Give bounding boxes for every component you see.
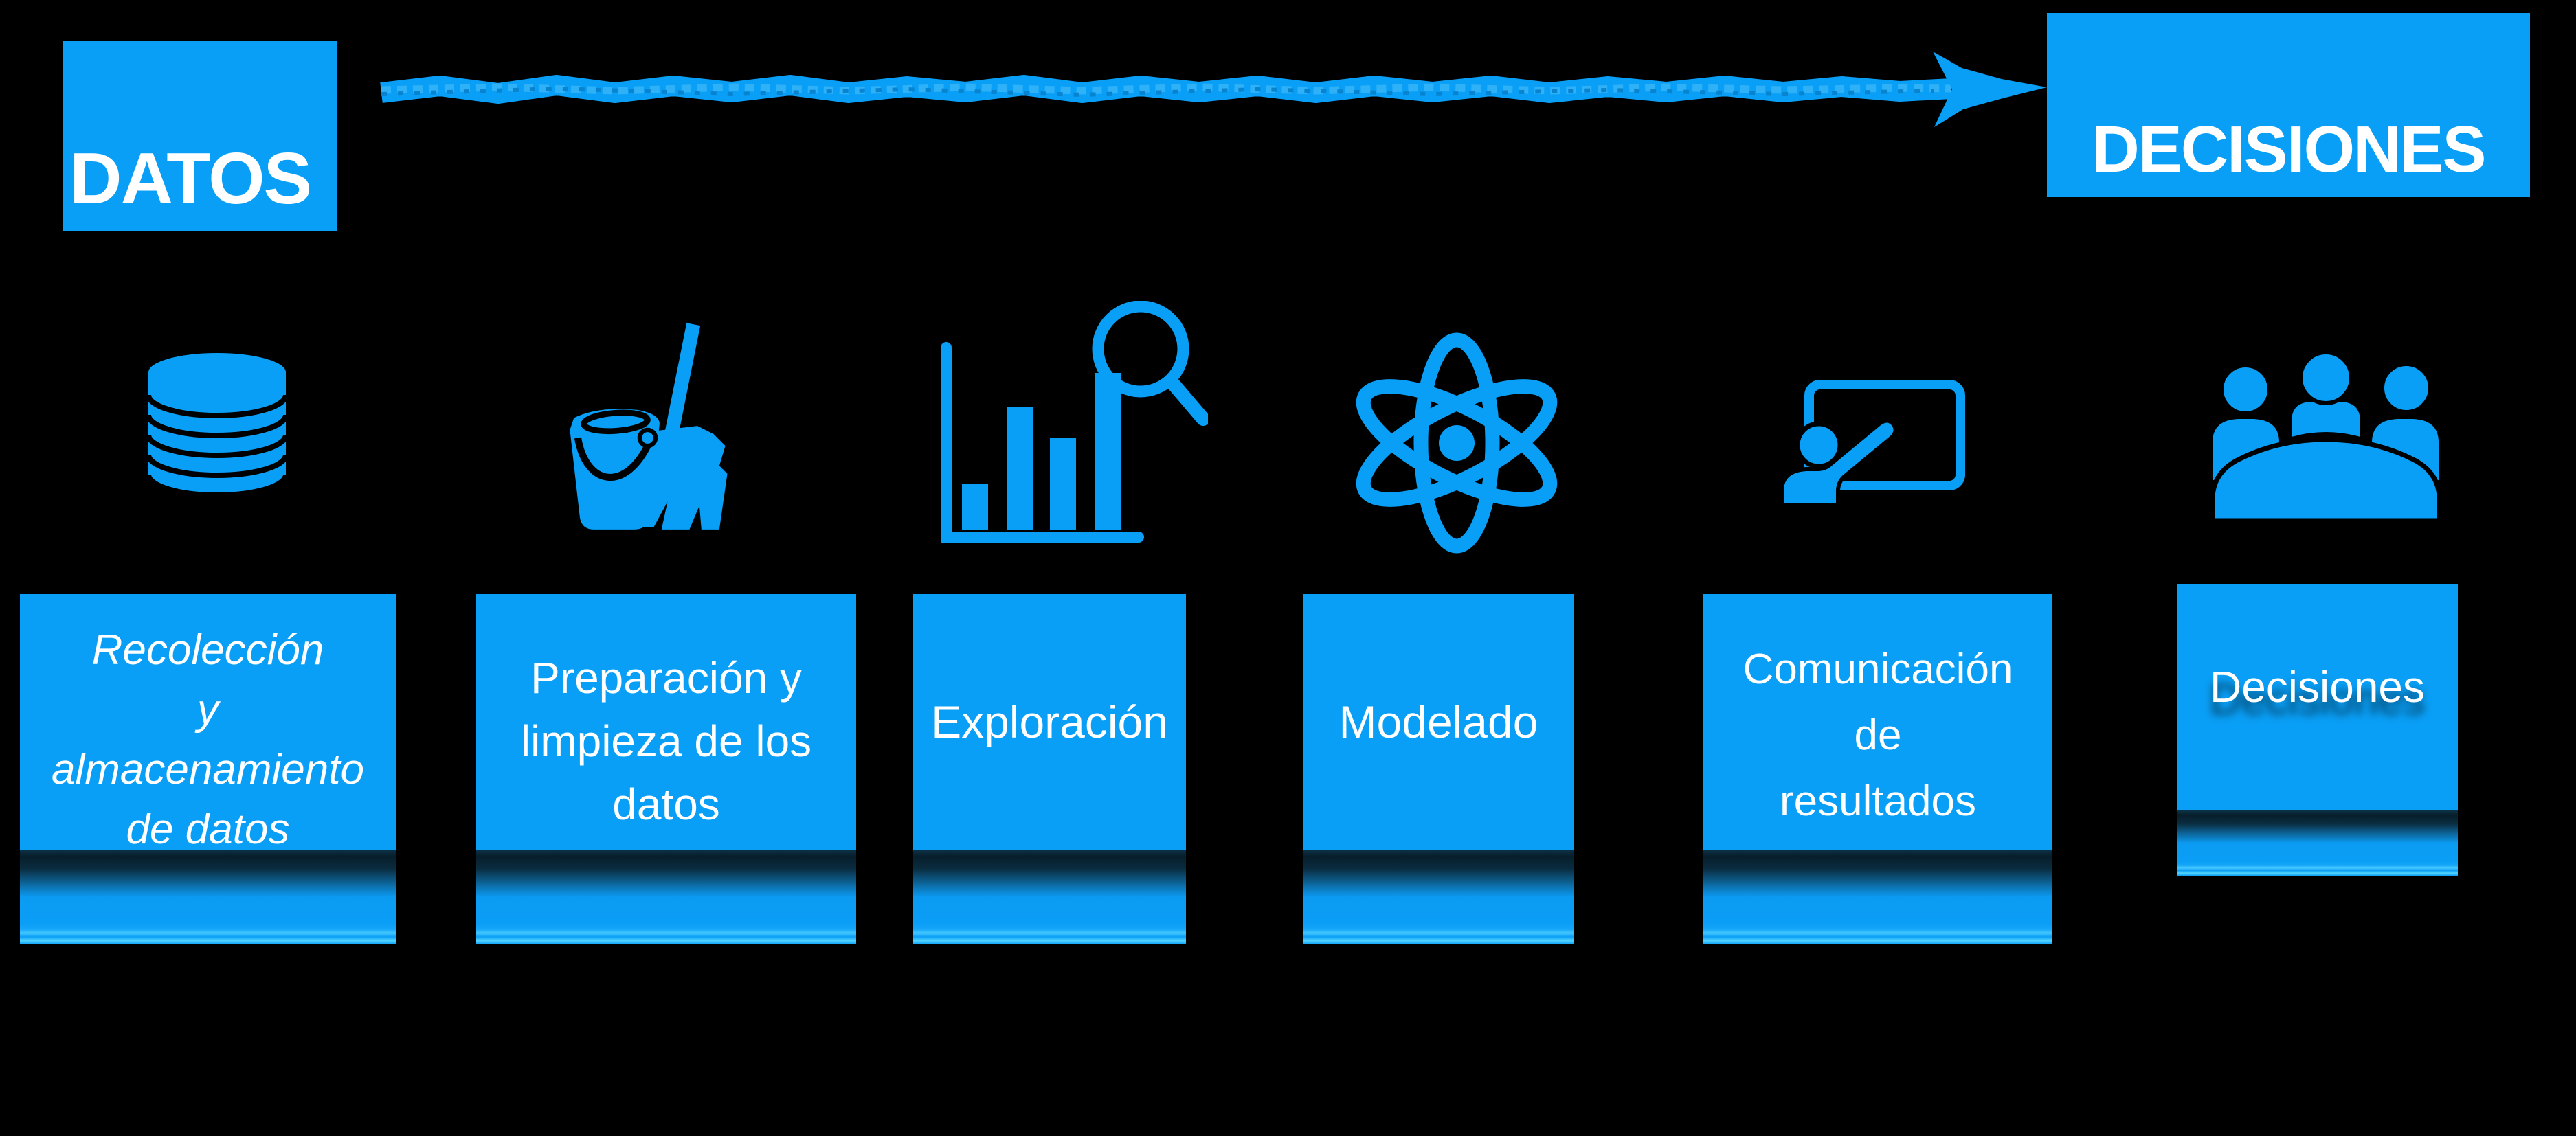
database-icon xyxy=(146,353,289,498)
stage-box-comunicacion: Comunicación de resultados xyxy=(1703,594,2052,850)
presenter-board-icon xyxy=(1780,380,1965,505)
datos-box: DATOS xyxy=(63,41,337,231)
decisiones-box: DECISIONES xyxy=(2047,13,2530,197)
stage-box-modelado: Modelado xyxy=(1303,594,1574,850)
bucket-broom-icon xyxy=(570,323,728,530)
stage-reflection xyxy=(2177,810,2458,876)
stage-reflection xyxy=(913,850,1186,944)
stage-label: Preparación y limpieza de los datos xyxy=(520,653,812,829)
stage-box-recoleccion: Recolección y almacenamiento de datos xyxy=(20,594,396,853)
stage-label: Modelado xyxy=(1339,696,1538,747)
sketch-arrow-icon xyxy=(380,52,2047,127)
stage-box-preparacion: Preparación y limpieza de los datos xyxy=(476,594,856,850)
stage-reflection xyxy=(20,850,396,944)
stage-label: Comunicación de resultados xyxy=(1743,646,2013,825)
decisiones-label: DECISIONES xyxy=(2092,113,2486,186)
stage-reflection xyxy=(476,850,856,944)
stage-reflection xyxy=(1303,850,1574,944)
atom-icon xyxy=(1356,332,1558,554)
stage-label: Recolección y almacenamiento de datos xyxy=(52,626,364,853)
datos-label: DATOS xyxy=(69,138,312,219)
bar-chart-magnifier-icon xyxy=(941,301,1208,543)
stage-reflection xyxy=(1703,850,2052,944)
stage-box-decisiones: Decisiones xyxy=(2177,584,2458,810)
meeting-people-icon xyxy=(2208,352,2443,521)
stage-box-exploracion: Exploración xyxy=(913,594,1186,850)
stage-label: Exploración xyxy=(931,696,1168,747)
stage-label: Decisiones xyxy=(2209,662,2426,712)
